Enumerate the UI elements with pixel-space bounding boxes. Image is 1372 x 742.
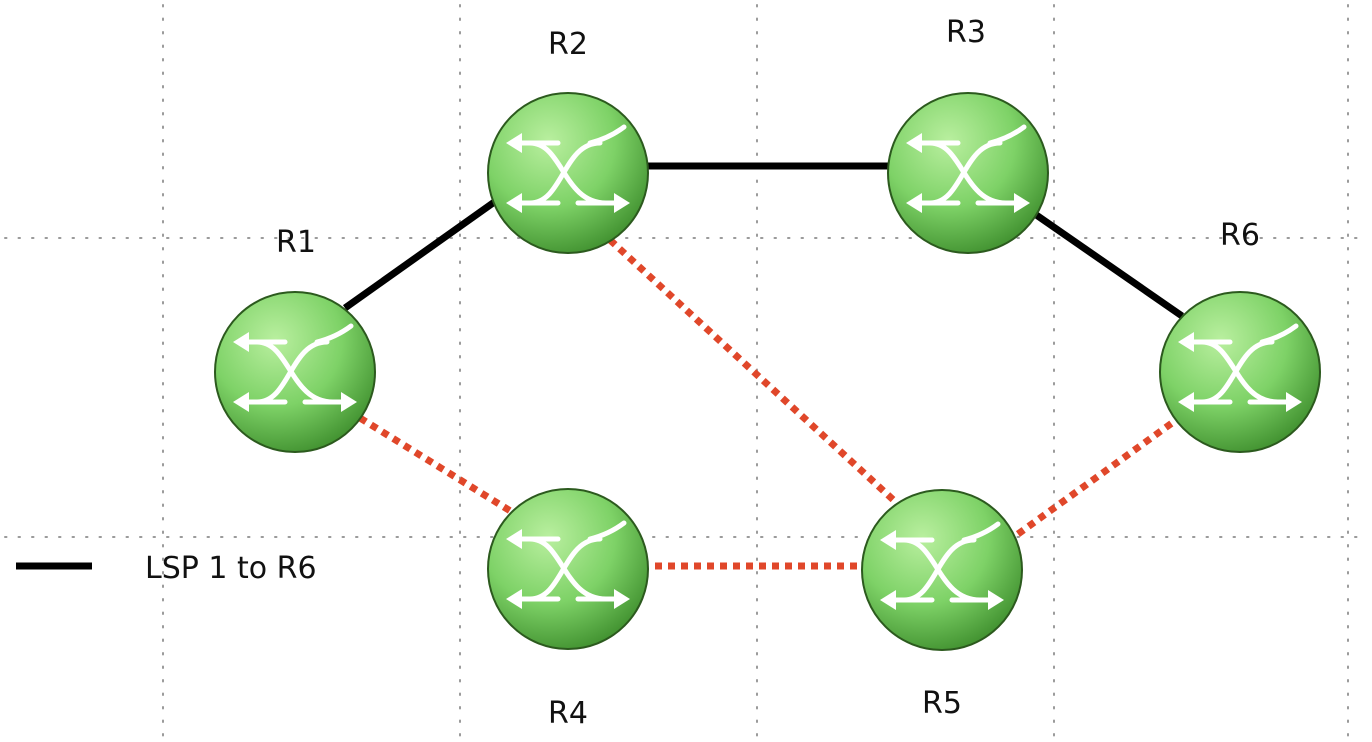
- legend-label: LSP 1 to R6: [145, 551, 317, 586]
- router-r2[interactable]: [487, 92, 649, 254]
- router-label-r2: R2: [548, 27, 588, 62]
- router-label-r6: R6: [1220, 218, 1260, 253]
- links-layer: [342, 162, 1184, 570]
- router-icon: [887, 92, 1049, 254]
- router-label-r4: R4: [548, 696, 588, 731]
- dotted-link-r1-r4: [358, 415, 514, 515]
- router-r6[interactable]: [1159, 291, 1321, 453]
- router-r4[interactable]: [487, 488, 649, 650]
- dotted-link-r5-r6: [1015, 420, 1175, 537]
- router-icon: [214, 291, 376, 453]
- router-icon: [487, 488, 649, 650]
- router-icon: [861, 489, 1023, 651]
- router-label-r3: R3: [946, 15, 986, 50]
- router-icon: [1159, 291, 1321, 453]
- lsp-link-r1-r2: [342, 195, 503, 311]
- router-r3[interactable]: [887, 92, 1049, 254]
- router-icon: [487, 92, 649, 254]
- router-r1[interactable]: [214, 291, 376, 453]
- legend: LSP 1 to R6: [16, 551, 317, 586]
- router-r5[interactable]: [861, 489, 1023, 651]
- dotted-link-r2-r5: [607, 237, 903, 509]
- router-label-r5: R5: [922, 686, 962, 721]
- lsp-link-r3-r6: [1030, 209, 1184, 319]
- router-label-r1: R1: [276, 225, 316, 260]
